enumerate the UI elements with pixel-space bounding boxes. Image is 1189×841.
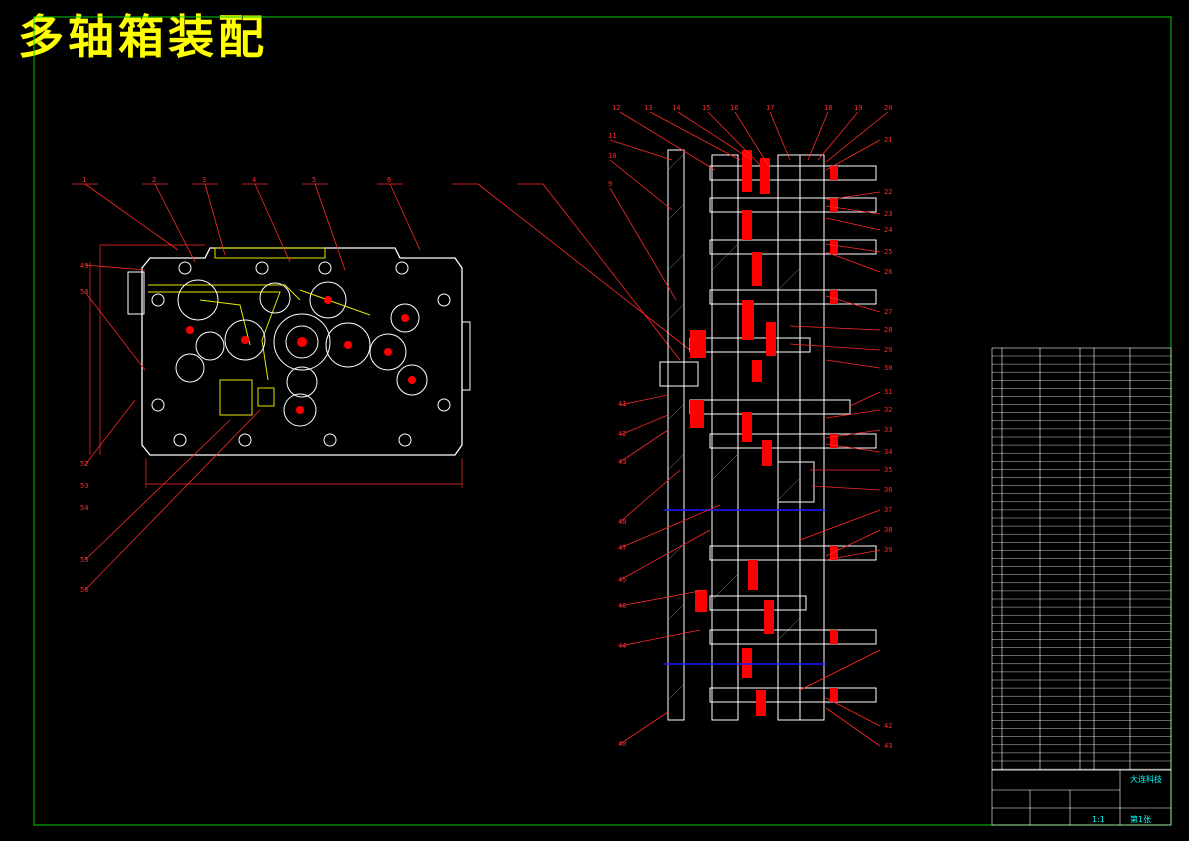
parts-list bbox=[991, 347, 1172, 771]
callout-56: 56 bbox=[80, 586, 88, 594]
callout-15: 15 bbox=[702, 104, 710, 112]
callout-38: 38 bbox=[884, 526, 892, 534]
title-block bbox=[991, 769, 1172, 826]
school-name: 大连科技 bbox=[1130, 774, 1162, 784]
callout-28: 28 bbox=[884, 326, 892, 334]
callout-1: 1 bbox=[82, 176, 86, 184]
front-plate bbox=[667, 149, 685, 721]
callout-22: 22 bbox=[884, 188, 892, 196]
front-leaders bbox=[72, 183, 691, 591]
section-view: 12 13 14 15 16 17 18 19 20 11 10 9 41 42… bbox=[608, 104, 892, 750]
callout-4: 4 bbox=[252, 176, 256, 184]
callout-49: 49 bbox=[80, 262, 88, 270]
callout-10: 10 bbox=[608, 152, 616, 160]
oil-manifold bbox=[214, 247, 326, 259]
callout-54: 54 bbox=[80, 504, 88, 512]
callout-41: 41 bbox=[618, 400, 626, 408]
callout-47: 47 bbox=[618, 544, 626, 552]
dimension-lines bbox=[89, 244, 463, 488]
gear-circles bbox=[175, 279, 428, 427]
callout-48: 48 bbox=[618, 518, 626, 526]
bolt-holes bbox=[151, 261, 451, 447]
scale-value: 1:1 bbox=[1092, 815, 1105, 824]
pump-body bbox=[219, 379, 253, 416]
section-callouts-right: 21 22 23 24 25 26 27 28 29 30 31 32 33 3… bbox=[884, 136, 892, 750]
valve-block bbox=[257, 387, 275, 407]
callout-31: 31 bbox=[884, 388, 892, 396]
callout-12: 12 bbox=[612, 104, 620, 112]
callout-6: 6 bbox=[387, 176, 391, 184]
section-callouts-top: 12 13 14 15 16 17 18 19 20 bbox=[612, 104, 892, 112]
callout-13: 13 bbox=[644, 104, 652, 112]
callout-20: 20 bbox=[884, 104, 892, 112]
callout-45: 45 bbox=[618, 576, 626, 584]
callout-55: 55 bbox=[80, 556, 88, 564]
front-callouts: 1 2 3 4 5 6 49 50 52 53 54 55 56 bbox=[80, 176, 391, 594]
callout-53: 53 bbox=[80, 482, 88, 490]
callout-43-left: 43 bbox=[618, 458, 626, 466]
callout-40: 40 bbox=[618, 740, 626, 748]
callout-29: 29 bbox=[884, 346, 892, 354]
drive-coupling bbox=[659, 361, 699, 387]
drawing-title: 多轴箱装配 bbox=[18, 10, 268, 64]
callout-18: 18 bbox=[824, 104, 832, 112]
callout-39: 39 bbox=[884, 546, 892, 554]
section-leaders bbox=[609, 111, 889, 747]
callout-42-left: 42 bbox=[618, 430, 626, 438]
section-gears bbox=[690, 150, 838, 716]
callout-42-right: 42 bbox=[884, 722, 892, 730]
callout-9: 9 bbox=[608, 180, 612, 188]
sheet-border bbox=[33, 16, 1172, 826]
housing-outline bbox=[141, 247, 463, 456]
callout-26: 26 bbox=[884, 268, 892, 276]
callout-25: 25 bbox=[884, 248, 892, 256]
callout-44: 44 bbox=[618, 642, 626, 650]
callout-50: 50 bbox=[80, 288, 88, 296]
rear-cover bbox=[799, 154, 825, 721]
callout-5: 5 bbox=[312, 176, 316, 184]
callout-23: 23 bbox=[884, 210, 892, 218]
callout-36: 36 bbox=[884, 486, 892, 494]
callout-14: 14 bbox=[672, 104, 680, 112]
callout-3: 3 bbox=[202, 176, 206, 184]
callout-27: 27 bbox=[884, 308, 892, 316]
callout-37: 37 bbox=[884, 506, 892, 514]
callout-2: 2 bbox=[152, 176, 156, 184]
callout-19: 19 bbox=[854, 104, 862, 112]
callout-21: 21 bbox=[884, 136, 892, 144]
callout-33: 33 bbox=[884, 426, 892, 434]
section-callouts-left: 11 10 9 41 42 43 48 47 45 46 44 40 bbox=[608, 132, 626, 748]
box-wall-left bbox=[711, 154, 739, 721]
callout-24: 24 bbox=[884, 226, 892, 234]
spindles bbox=[689, 165, 877, 703]
callout-16: 16 bbox=[730, 104, 738, 112]
pump-flange bbox=[127, 271, 145, 315]
red-shaft-centers bbox=[186, 296, 416, 414]
callout-52: 52 bbox=[80, 460, 88, 468]
callout-32: 32 bbox=[884, 406, 892, 414]
sheet-number: 第1张 bbox=[1130, 814, 1151, 824]
parts-list-rows bbox=[992, 355, 1171, 770]
callout-35: 35 bbox=[884, 466, 892, 474]
callout-43-right: 43 bbox=[884, 742, 892, 750]
break-lines bbox=[664, 509, 826, 665]
callout-46: 46 bbox=[618, 602, 626, 610]
side-boss bbox=[461, 321, 471, 391]
callout-34: 34 bbox=[884, 448, 892, 456]
callout-11: 11 bbox=[608, 132, 616, 140]
oil-tubes bbox=[148, 284, 371, 381]
front-view: 1 2 3 4 5 6 49 50 52 53 54 55 56 bbox=[72, 176, 691, 594]
callout-17: 17 bbox=[766, 104, 774, 112]
pump-housing bbox=[777, 461, 815, 503]
callout-30: 30 bbox=[884, 364, 892, 372]
section-hatching bbox=[667, 153, 801, 701]
